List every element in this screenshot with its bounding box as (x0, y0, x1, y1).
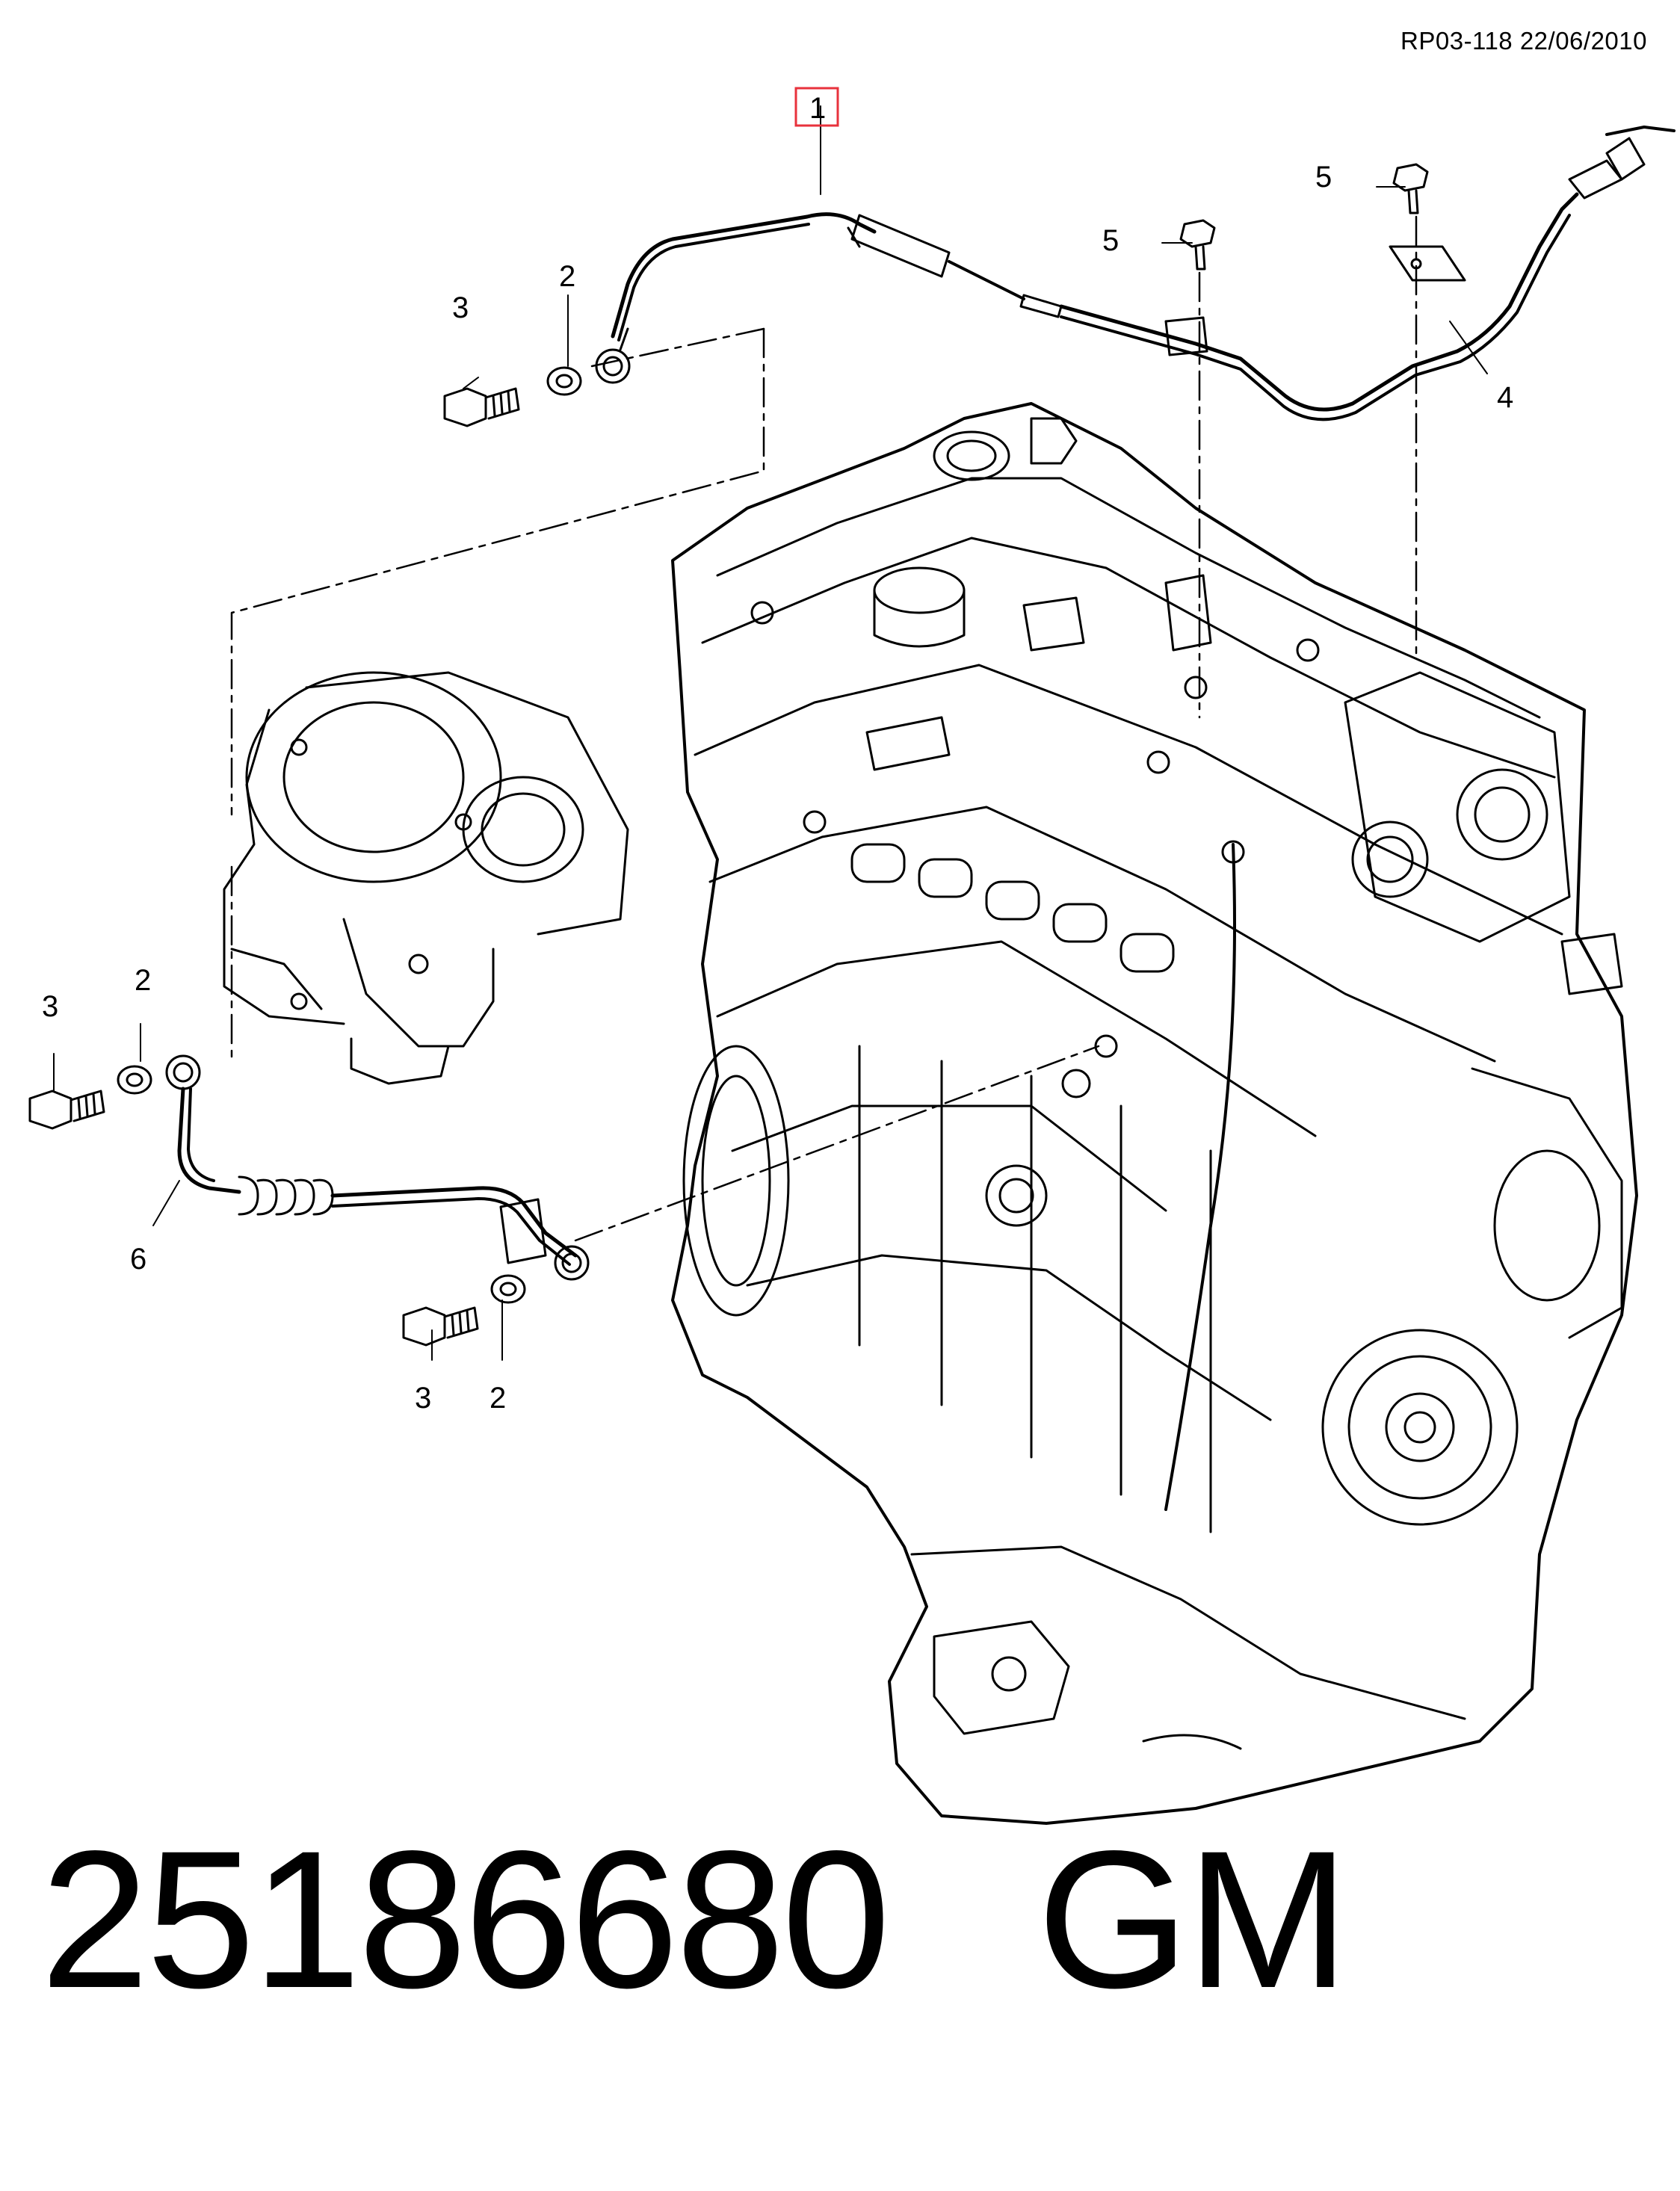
leader-lines (53, 105, 1488, 1361)
lower-return-hose (165, 1054, 590, 1281)
callout-4[interactable]: 4 (1497, 381, 1513, 414)
callout-5-upper[interactable]: 5 (1315, 161, 1332, 194)
part-number-footer: 25186680 GM (40, 1810, 1350, 2029)
callout-1-highlight-box (794, 87, 839, 127)
callout-2-lower[interactable]: 2 (490, 1382, 506, 1415)
callout-3-lower[interactable]: 3 (415, 1382, 431, 1415)
callout-1[interactable]: 1 (809, 92, 826, 125)
callout-2-upper[interactable]: 2 (559, 260, 575, 293)
turbocharger (223, 671, 629, 1085)
brand-name: GM (1037, 1810, 1350, 2029)
upper-ventilation-hose (595, 126, 1676, 421)
callout-6[interactable]: 6 (130, 1243, 146, 1276)
part-number: 25186680 (40, 1810, 891, 2029)
engine-block (671, 402, 1638, 1825)
callout-2-left[interactable]: 2 (135, 964, 151, 997)
assembly-lines (230, 215, 1418, 1242)
callout-5-lower[interactable]: 5 (1102, 224, 1119, 257)
callout-3-left[interactable]: 3 (42, 990, 58, 1023)
exploded-parts-diagram: 1 2 3 4 5 5 2 3 6 3 2 (28, 87, 1676, 1825)
banjo-bolts-and-washers (28, 163, 1429, 1347)
document-reference: RP03-118 22/06/2010 (1400, 27, 1647, 55)
callout-3-upper[interactable]: 3 (452, 291, 469, 324)
